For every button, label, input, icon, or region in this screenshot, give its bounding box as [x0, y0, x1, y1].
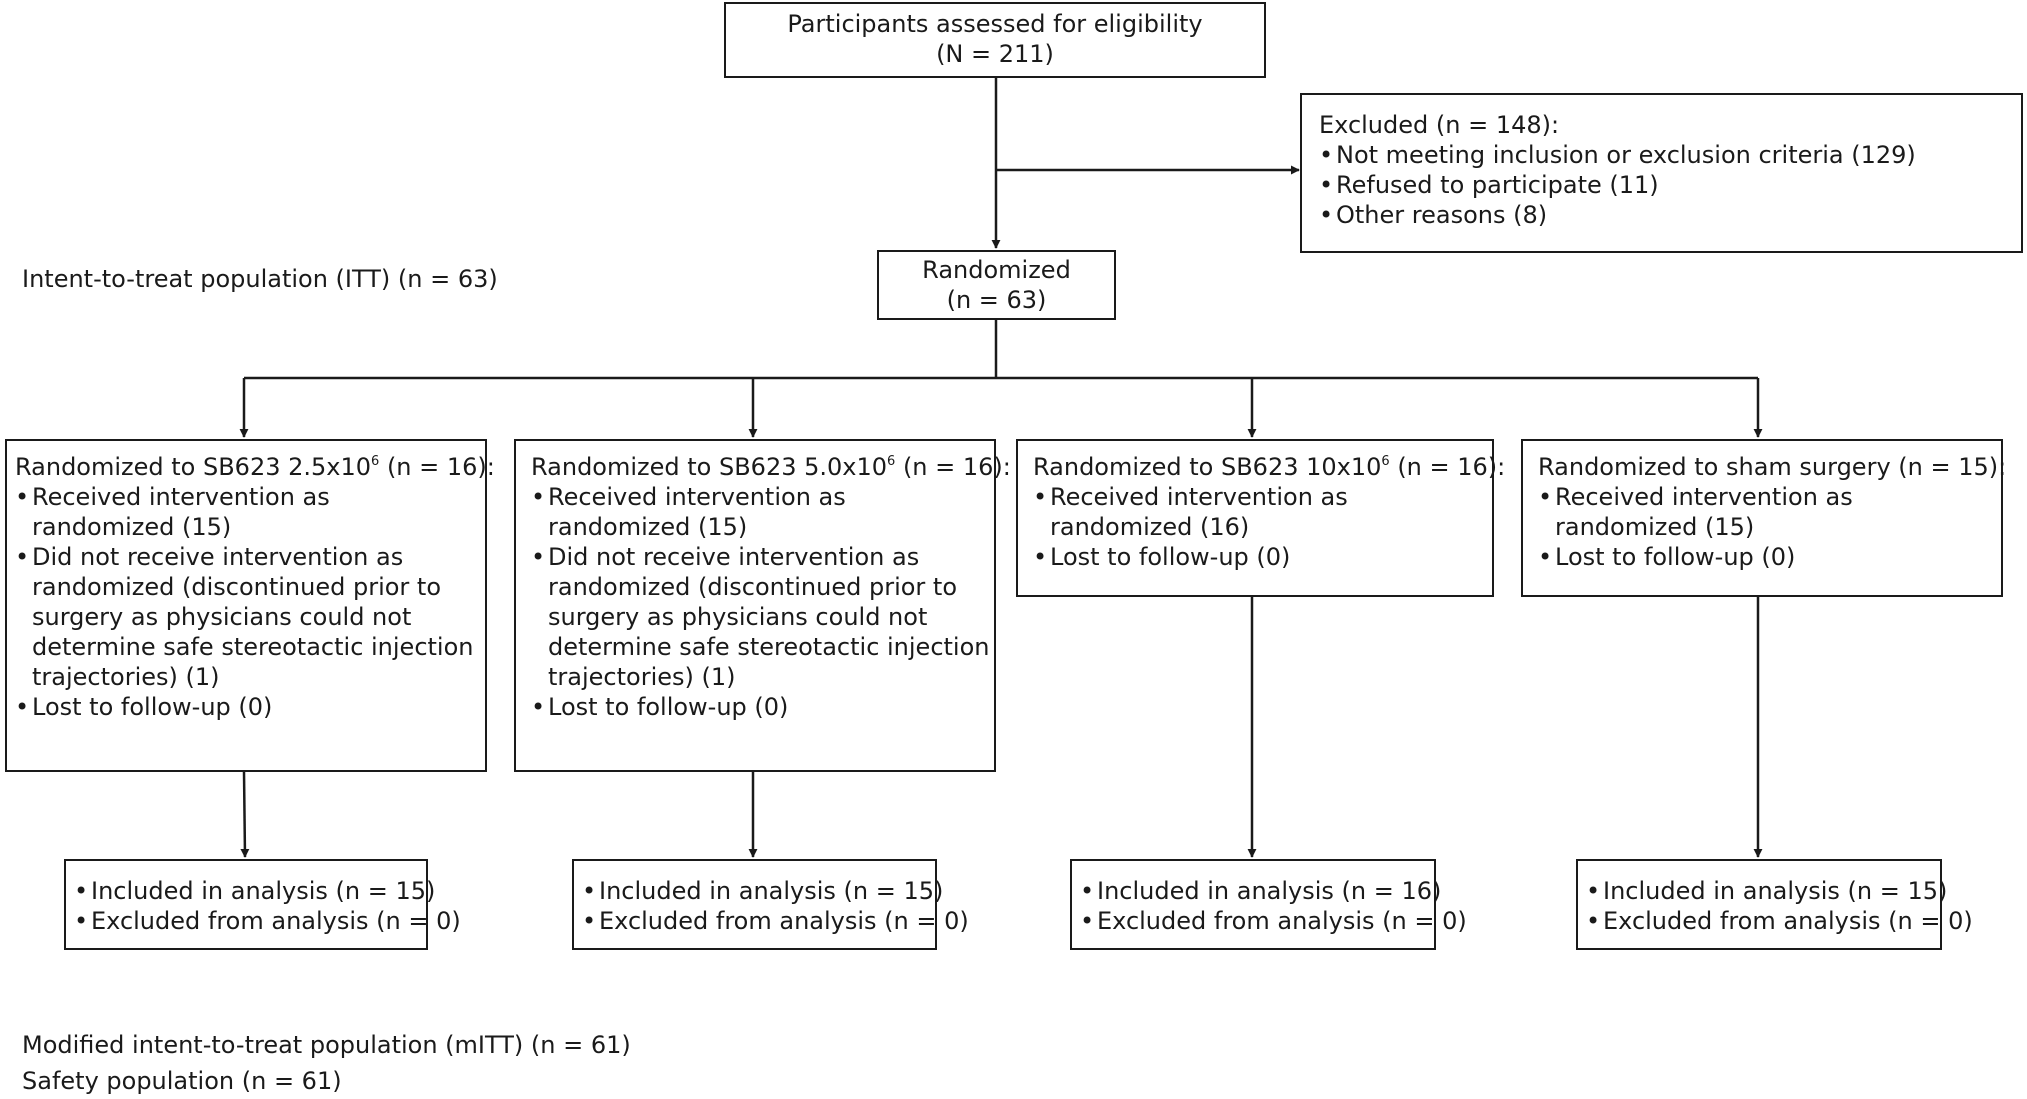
- arm-box-sham-surgery: Randomized to sham surgery (n = 15): •Re…: [1521, 439, 2007, 597]
- arm-lost-item: •Lost to follow-up (0): [15, 693, 273, 721]
- arm-title: Randomized to SB623 10x106 (n = 16):: [1033, 453, 1506, 481]
- arm-title: Randomized to SB623 2.5x106 (n = 16):: [15, 453, 495, 481]
- analysis-box-arm-4: •Included in analysis (n = 15) •Excluded…: [1576, 859, 1973, 950]
- excluded-analysis-item: •Excluded from analysis (n = 0): [74, 907, 461, 935]
- excluded-item: •Refused to participate (11): [1319, 171, 1659, 199]
- arm-lost-item: •Lost to follow-up (0): [1538, 543, 1796, 571]
- excluded-title: Excluded (n = 148):: [1319, 111, 1560, 139]
- included-item: •Included in analysis (n = 15): [582, 877, 944, 905]
- assessed-count: (N = 211): [936, 40, 1054, 68]
- arm-box-sb623-5.0: Randomized to SB623 5.0x106 (n = 16): •R…: [514, 439, 1011, 772]
- randomized-box: Randomized (n = 63): [877, 250, 1116, 320]
- itt-population-label: Intent-to-treat population (ITT) (n = 63…: [22, 265, 498, 293]
- excluded-analysis-item: •Excluded from analysis (n = 0): [1080, 907, 1467, 935]
- arm-box-sb623-2.5: Randomized to SB623 2.5x106 (n = 16): •R…: [5, 439, 495, 772]
- excluded-item: •Other reasons (8): [1319, 201, 1548, 229]
- arm-title: Randomized to SB623 5.0x106 (n = 16):: [531, 453, 1011, 481]
- assessed-box: Participants assessed for eligibility (N…: [724, 2, 1266, 78]
- excluded-box: Excluded (n = 148): •Not meeting inclusi…: [1300, 93, 2023, 253]
- arrow-arm-1-to-analysis: [240, 771, 250, 858]
- arm-title: Randomized to sham surgery (n = 15):: [1538, 453, 2007, 481]
- randomized-title: Randomized: [922, 256, 1071, 284]
- excluded-item: •Not meeting inclusion or exclusion crit…: [1319, 141, 1916, 169]
- assessed-title: Participants assessed for eligibility: [787, 10, 1203, 38]
- mitt-population-label: Modified intent-to-treat population (mIT…: [22, 1031, 631, 1059]
- analysis-box-arm-2: •Included in analysis (n = 15) •Excluded…: [572, 859, 969, 950]
- arm-lost-item: •Lost to follow-up (0): [531, 693, 789, 721]
- analysis-box-arm-1: •Included in analysis (n = 15) •Excluded…: [64, 859, 461, 950]
- included-item: •Included in analysis (n = 15): [1586, 877, 1948, 905]
- safety-population-label: Safety population (n = 61): [22, 1067, 342, 1095]
- excluded-analysis-item: •Excluded from analysis (n = 0): [1586, 907, 1973, 935]
- included-item: •Included in analysis (n = 16): [1080, 877, 1442, 905]
- randomized-count: (n = 63): [946, 286, 1047, 314]
- excluded-analysis-item: •Excluded from analysis (n = 0): [582, 907, 969, 935]
- arm-box-sb623-10: Randomized to SB623 10x106 (n = 16): •Re…: [1016, 439, 1506, 597]
- arm-lost-item: •Lost to follow-up (0): [1033, 543, 1291, 571]
- included-item: •Included in analysis (n = 15): [74, 877, 436, 905]
- analysis-box-arm-3: •Included in analysis (n = 16) •Excluded…: [1070, 859, 1467, 950]
